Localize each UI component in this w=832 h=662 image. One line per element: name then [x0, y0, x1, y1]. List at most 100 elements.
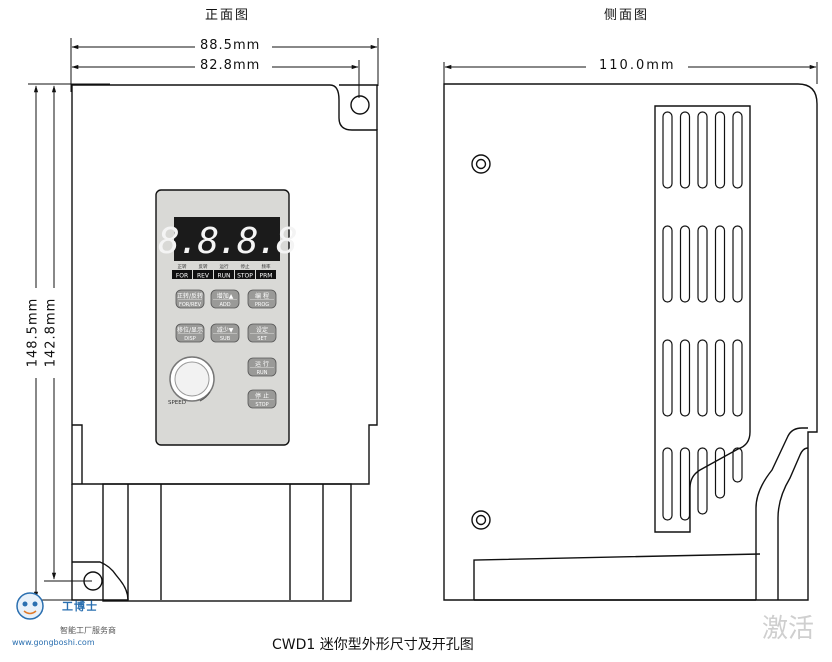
indicator-cn-label: 停止	[241, 263, 250, 270]
side-view	[443, 62, 818, 601]
indicator-box	[172, 270, 192, 279]
speed-knob-label: SPEED	[168, 400, 186, 406]
side-body-outline	[443, 83, 818, 601]
vent-slot	[679, 225, 691, 303]
side-view-title: 侧面图	[604, 8, 650, 23]
vent-slot	[714, 225, 726, 303]
front-body-outline	[71, 84, 378, 485]
key-grid: 正转/反转 FOR/REV 增加▲ ADD 编 程 PROG 移位/显示 DISP 减少▼ SUB…	[175, 289, 277, 409]
indicator-en-label: REV	[197, 273, 210, 280]
key-button[interactable]	[175, 289, 205, 309]
indicator-box	[214, 270, 234, 279]
key-cn-label: 停 止	[255, 392, 269, 400]
dim-label-front-width-inner: 82.8mm	[200, 58, 261, 73]
key-button[interactable]	[210, 289, 240, 309]
side-hole-top-inner	[475, 158, 487, 170]
vent-slot	[662, 225, 673, 303]
side-bracket	[755, 427, 808, 600]
vent-slot	[732, 111, 743, 189]
watermark-url: www.gongboshi.com	[12, 638, 95, 647]
vent-block	[654, 105, 751, 533]
vent-slot	[714, 111, 726, 189]
vent-slot	[732, 339, 743, 417]
indicator-en-label: FOR	[176, 273, 188, 280]
key-cn-label: 设定	[256, 326, 268, 334]
key-en-label: SET	[257, 336, 267, 342]
key-cn-label: 减少▼	[217, 326, 234, 334]
front-top-ear	[339, 84, 378, 130]
key-cn-label: 运 行	[255, 360, 269, 368]
vent-slot	[732, 225, 743, 303]
key-en-label: SUB	[220, 336, 231, 342]
indicator-en-label: PRM	[260, 273, 273, 280]
front-view-title: 正面图	[205, 8, 251, 23]
side-hole-top-outer	[471, 154, 491, 174]
front-heatsink	[102, 483, 352, 602]
vent-slot	[714, 447, 726, 499]
vent-slot	[697, 447, 708, 515]
side-hole-bottom-outer	[471, 510, 491, 530]
vent-slot	[679, 111, 691, 189]
key-en-label: DISP	[184, 336, 196, 342]
front-bottom-ear	[71, 484, 129, 601]
indicator-cn-label: 反转	[199, 263, 208, 270]
speed-knob-cap[interactable]	[174, 361, 210, 397]
indicator-en-label: STOP	[237, 273, 253, 280]
key-button[interactable]	[247, 289, 277, 309]
robot-head-icon	[16, 592, 44, 620]
front-top-hole	[350, 95, 370, 115]
key-cn-label: 编 程	[255, 292, 269, 300]
key-button[interactable]	[175, 323, 205, 343]
side-bottom-step	[473, 553, 761, 600]
key-en-label: ADD	[219, 302, 230, 308]
indicator-cn-label: 频率	[262, 263, 271, 270]
front-bottom-hole	[83, 571, 103, 591]
side-hole-bottom-inner	[475, 514, 487, 526]
side-bracket-inner	[777, 447, 809, 600]
keypad-panel: 8.8.8.8 正转 FOR 反转 REV 运行 RUN 停止 STOP 频率 PRM 正转/反转…	[155, 189, 298, 446]
figure-caption: CWD1 迷你型外形尺寸及开孔图	[272, 637, 474, 653]
key-button[interactable]	[210, 323, 240, 343]
indicator-box	[193, 270, 213, 279]
key-cn-label: 移位/显示	[177, 326, 203, 334]
indicator-box	[235, 270, 255, 279]
key-cn-label: 正转/反转	[177, 292, 203, 300]
dim-label-side-depth: 110.0mm	[599, 58, 676, 73]
dim-label-front-width-outer: 88.5mm	[200, 38, 261, 53]
indicator-cn-label: 运行	[220, 263, 229, 270]
indicator-en-label: RUN	[217, 273, 230, 280]
key-en-label: PROG	[255, 302, 269, 308]
vent-slot	[732, 447, 743, 483]
vent-slot	[662, 447, 673, 521]
watermark-logo	[16, 592, 44, 620]
watermark-brand: 工博士	[62, 600, 98, 613]
led-display	[174, 217, 280, 261]
vent-slot	[662, 339, 673, 417]
key-en-label: FOR/REV	[179, 302, 202, 308]
key-en-label: STOP	[255, 402, 268, 408]
vent-slot	[679, 447, 691, 521]
vent-slot	[662, 111, 673, 189]
front-left-step	[72, 424, 83, 484]
dim-label-front-height-outer: 148.5mm	[25, 297, 41, 368]
led-digits: 8.8.8.8	[158, 221, 298, 262]
indicator-row: 正转 FOR 反转 REV 运行 RUN 停止 STOP 频率 PRM	[172, 263, 276, 280]
watermark-overlay-text: 激活	[762, 614, 815, 644]
front-dimensions	[33, 44, 378, 599]
indicator-box	[256, 270, 276, 279]
vent-slot	[697, 111, 708, 189]
key-button[interactable]	[247, 357, 277, 377]
vent-slot	[714, 339, 726, 417]
key-button[interactable]	[247, 323, 277, 343]
front-view	[28, 38, 379, 602]
key-button[interactable]	[247, 389, 277, 409]
vent-slot	[697, 225, 708, 303]
vent-slot	[697, 339, 708, 417]
speed-knob-arc	[199, 391, 211, 402]
vent-slots	[662, 111, 743, 521]
led-digit-text: 8.8.8.8	[158, 221, 296, 262]
vent-slot	[679, 339, 691, 417]
key-en-label: RUN	[257, 370, 268, 376]
key-cn-label: 增加▲	[217, 292, 234, 300]
indicator-cn-label: 正转	[178, 263, 187, 270]
